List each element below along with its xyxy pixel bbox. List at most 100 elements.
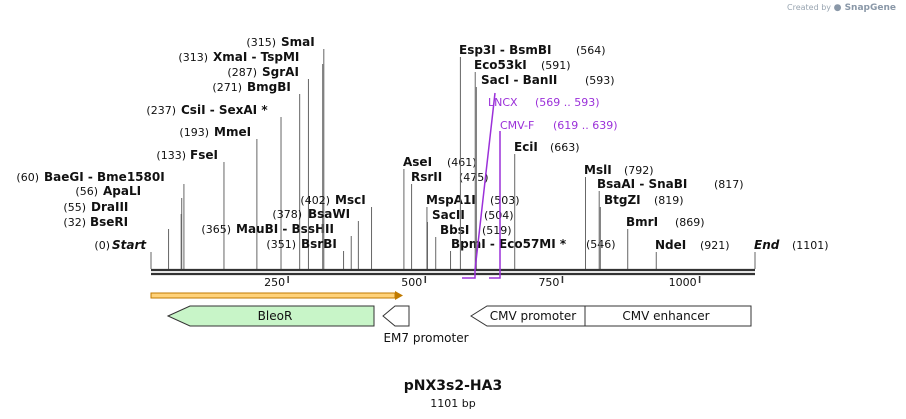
site-position: (475): [459, 171, 489, 184]
site-name: MspA1I: [426, 193, 476, 207]
bleor-label: BleoR: [258, 309, 293, 323]
site-csii[interactable]: CsiI - SexAI *(237): [146, 103, 282, 269]
cmv-enhancer-box: [584, 305, 752, 327]
site-bseri[interactable]: BseRI (32): [63, 215, 170, 269]
site-position: (504): [484, 209, 514, 222]
site-name: SacII: [432, 208, 465, 222]
plasmid-length: 1101 bp: [430, 397, 476, 410]
ruler-label: 1000: [669, 276, 697, 289]
site-fsei[interactable]: FseI (133): [156, 148, 225, 269]
snapgene-credit: Created by ● SnapGene: [787, 3, 896, 13]
site-position: (461): [447, 156, 477, 169]
site-smai[interactable]: SmaI (315): [246, 35, 325, 269]
site-saci_b[interactable]: SacII (504): [426, 208, 514, 269]
feature-bleor[interactable]: BleoR: [166, 305, 375, 327]
site-position: (593): [585, 74, 615, 87]
site-name: SmaI: [281, 35, 315, 49]
site-position: (32): [63, 216, 86, 229]
site-sgrai[interactable]: SgrAI (287): [227, 65, 309, 269]
site-name: BsrBI: [301, 237, 337, 251]
site-msli[interactable]: MslI (792): [584, 163, 654, 269]
site-asei[interactable]: AseI (461): [403, 155, 477, 269]
primer-lncx[interactable]: LNCX (569 .. 593): [462, 92, 600, 279]
bleor-arrow: [166, 305, 375, 327]
site-draiii[interactable]: DraIII(55): [63, 200, 182, 269]
site-msci[interactable]: MscI(402): [300, 193, 373, 269]
site-position: (315): [246, 36, 276, 49]
site-bsrbi[interactable]: BsrBI (351): [266, 237, 345, 269]
site-name: AseI: [403, 155, 432, 169]
site-bmri[interactable]: BmrI(869): [626, 215, 705, 269]
orf-bar: [150, 292, 396, 299]
site-name: BsaAI - SnaBI: [597, 177, 687, 191]
site-name: MauBI - BssHII: [236, 222, 334, 236]
site-ecii[interactable]: EciI(663): [514, 140, 580, 269]
site-position: (792): [624, 164, 654, 177]
site-position: (351): [266, 238, 296, 251]
ruler: 250 500 750 1000: [264, 276, 701, 289]
site-name: XmaI - TspMI: [213, 50, 299, 64]
site-name: BsaWI: [308, 207, 350, 221]
feature-em7-promoter[interactable]: EM7 promoter: [382, 305, 469, 345]
site-bsaai[interactable]: BsaAI - SnaBI (817): [597, 177, 744, 269]
site-position: (0): [94, 239, 110, 252]
site-xmai[interactable]: XmaI - TspMI (313): [178, 50, 324, 269]
site-bsawi[interactable]: BsaWI (378): [272, 207, 359, 269]
site-name: ApaLI: [103, 184, 141, 198]
site-name: Start: [112, 238, 147, 252]
primer-cmvf-range: (619 .. 639): [553, 119, 618, 132]
snapgene-logo: ● SnapGene: [833, 3, 896, 13]
site-position: (287): [227, 66, 257, 79]
site-start[interactable]: Start(0): [94, 238, 152, 269]
feature-cmv-enhancer[interactable]: CMV enhancer: [584, 305, 752, 327]
primer-lncx-range: (569 .. 593): [535, 96, 600, 109]
feature-cmv-promoter[interactable]: CMV promoter: [470, 305, 586, 327]
site-name: SgrAI: [262, 65, 299, 79]
site-rsrii[interactable]: RsrII(475): [411, 170, 489, 269]
site-apali[interactable]: ApaLI(56): [75, 184, 183, 269]
site-position: (1101): [792, 239, 829, 252]
site-mspa1i[interactable]: MspA1I (503): [426, 193, 520, 269]
site-name: FseI: [190, 148, 218, 162]
orf-arrowhead: [395, 291, 403, 300]
site-position: (378): [272, 208, 302, 221]
site-name: CsiI - SexAI *: [181, 103, 268, 117]
site-mmei[interactable]: MmeI(193): [179, 125, 258, 269]
cmv-enhancer-label: CMV enhancer: [622, 309, 709, 323]
site-name: MslI: [584, 163, 612, 177]
ruler-label: 250: [264, 276, 285, 289]
site-name: BseRI: [90, 215, 128, 229]
ruler-label: 750: [538, 276, 559, 289]
primer-cmvf[interactable]: CMV-F (619 .. 639): [489, 119, 618, 279]
site-baegi[interactable]: BaeGI - Bme1580I (60): [16, 170, 185, 269]
site-position: (921): [700, 239, 730, 252]
site-name: EciI: [514, 140, 538, 154]
site-maubi[interactable]: MauBI - BssHII(365): [201, 222, 352, 269]
site-position: (313): [178, 51, 208, 64]
primer-lncx-name: LNCX: [488, 96, 518, 109]
site-btgzi[interactable]: BtgZI(819): [599, 193, 684, 269]
site-position: (817): [714, 178, 744, 191]
site-position: (271): [212, 81, 242, 94]
site-eco53ki[interactable]: Eco53kI(591): [474, 58, 571, 269]
site-position: (55): [63, 201, 86, 214]
site-position: (819): [654, 194, 684, 207]
site-end[interactable]: End(1101): [754, 238, 829, 269]
primer-cmvf-line: [489, 131, 501, 279]
orf-arrow: [150, 291, 403, 300]
site-esp3i[interactable]: Esp3I - BsmBI(564): [459, 43, 606, 269]
ruler-label: 500: [401, 276, 422, 289]
site-name: BaeGI - Bme1580I: [44, 170, 165, 184]
site-bmgbi[interactable]: BmgBI(271): [212, 80, 301, 269]
site-position: (402): [300, 194, 330, 207]
site-position: (60): [16, 171, 39, 184]
site-ndei[interactable]: NdeI(921): [655, 238, 730, 269]
site-position: (519): [482, 224, 512, 237]
backbone: [151, 268, 755, 276]
site-bbsi[interactable]: BbsI(519): [435, 223, 512, 269]
site-position: (133): [156, 149, 186, 162]
site-position: (503): [490, 194, 520, 207]
site-position: (193): [179, 126, 209, 139]
primer-cmvf-name: CMV-F: [500, 119, 534, 132]
site-saci[interactable]: SacI - BanII(593): [475, 73, 615, 269]
